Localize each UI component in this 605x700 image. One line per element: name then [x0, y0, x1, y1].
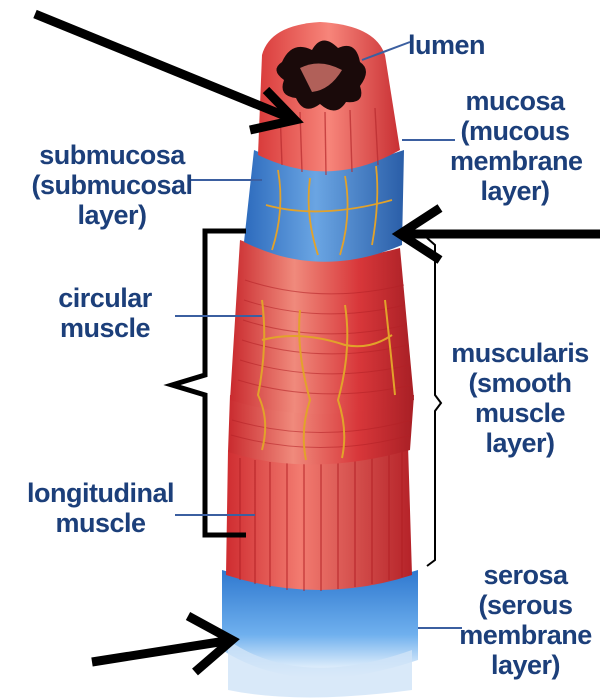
- muscularis-label-line-2: (smooth: [445, 368, 595, 398]
- muscularis-label: muscularis (smooth muscle layer): [445, 338, 595, 458]
- submucosa-label-line-2: (submucosal: [22, 170, 202, 200]
- circular-muscle-label: circular muscle: [40, 283, 170, 343]
- mucosa-label-line-1: mucosa: [450, 86, 580, 116]
- right-bracket: [427, 238, 441, 566]
- longitudinal-muscle-label-line-2: muscle: [18, 508, 183, 538]
- muscularis-label-line-1: muscularis: [445, 338, 595, 368]
- arrow-right: [400, 208, 600, 260]
- mucosa-label-line-2: (mucous: [450, 116, 580, 146]
- serosa-label-line-3: membrane: [458, 620, 593, 650]
- submucosa-label-line-1: submucosa: [22, 140, 202, 170]
- arrow-bottom-left: [92, 616, 232, 672]
- longitudinal-muscle-label-line-1: longitudinal: [18, 478, 183, 508]
- longitudinal-muscle-layer: [226, 445, 412, 590]
- circular-muscle-label-line-2: muscle: [40, 313, 170, 343]
- lumen-label-line: lumen: [408, 30, 485, 60]
- circular-muscle-label-line-1: circular: [40, 283, 170, 313]
- longitudinal-muscle-label: longitudinal muscle: [18, 478, 183, 538]
- mucosa-label-line-3: membrane: [450, 146, 580, 176]
- arrow-top-left: [35, 14, 295, 130]
- submucosa-label: submucosa (submucosal layer): [22, 140, 202, 230]
- serosa-label-line-1: serosa: [458, 560, 593, 590]
- submucosa-label-line-3: layer): [22, 200, 202, 230]
- serosa-label-line-4: layer): [458, 650, 593, 680]
- lumen-label: lumen: [408, 30, 485, 60]
- muscularis-label-line-4: layer): [445, 428, 595, 458]
- muscularis-label-line-3: muscle: [445, 398, 595, 428]
- serosa-label-line-2: (serous: [458, 590, 593, 620]
- mucosa-label-line-4: layer): [450, 176, 580, 206]
- mucosa-label: mucosa (mucous membrane layer): [450, 86, 580, 206]
- circular-muscle-layer: [230, 240, 414, 414]
- serosa-label: serosa (serous membrane layer): [458, 560, 593, 680]
